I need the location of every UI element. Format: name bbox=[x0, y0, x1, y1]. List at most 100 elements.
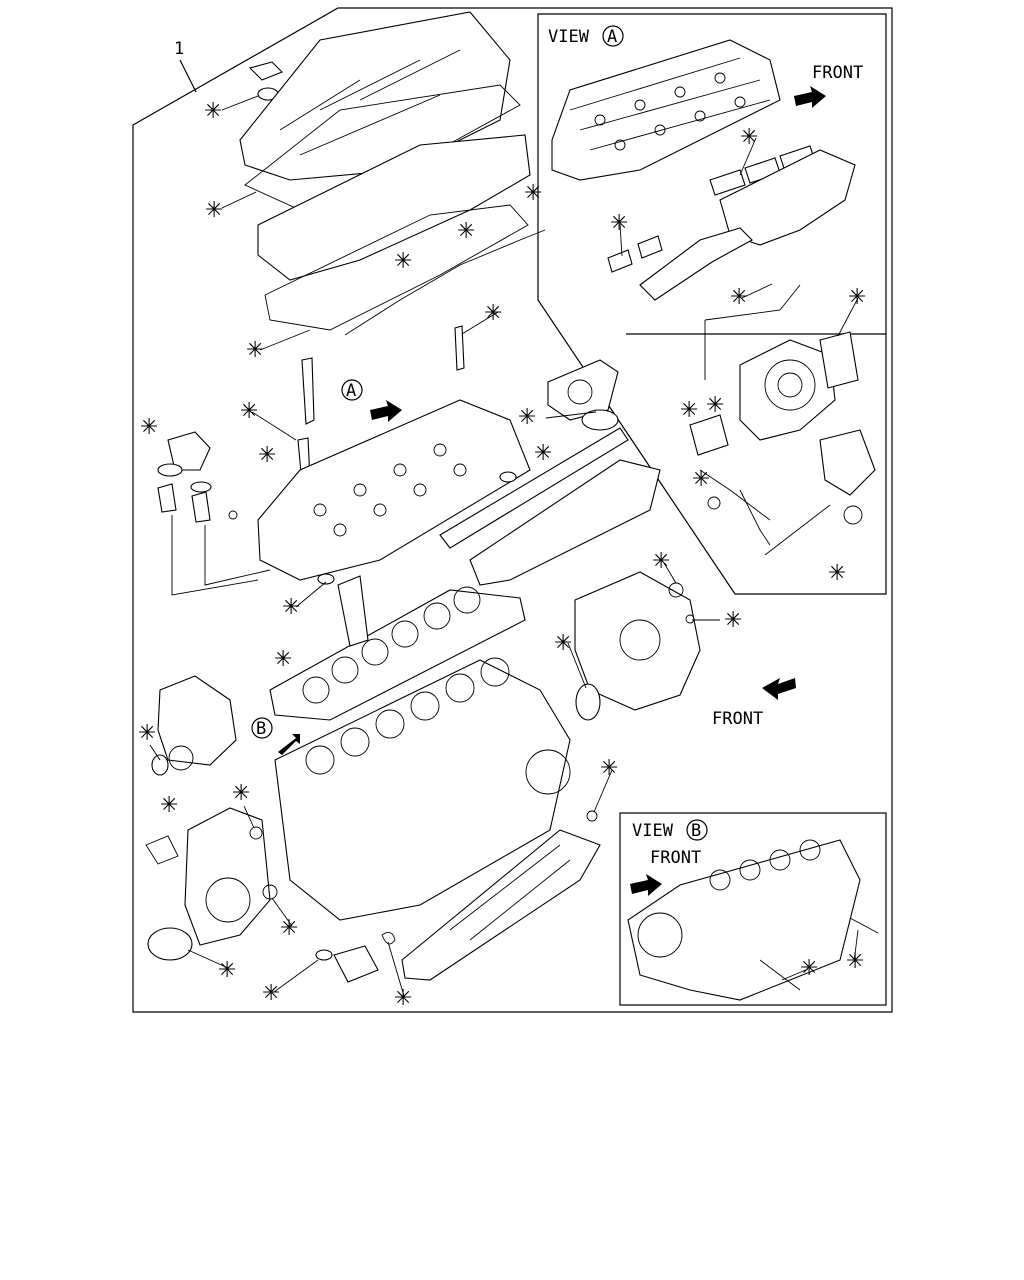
leader-lines bbox=[149, 95, 859, 997]
kit-symbol: ✳ bbox=[652, 549, 670, 574]
kit-symbol: ✳ bbox=[554, 631, 572, 656]
view-b-marker: B bbox=[691, 821, 701, 841]
cylinder-block bbox=[274, 659, 571, 921]
kit-symbol: ✳ bbox=[160, 793, 178, 818]
egr-pipe bbox=[639, 227, 753, 301]
kit-symbol: ✳ bbox=[600, 756, 618, 781]
kit-symbol: ✳ bbox=[218, 958, 236, 983]
water-pump-seal bbox=[315, 949, 333, 961]
kit-symbol: ✳ bbox=[848, 285, 866, 310]
view-a-marker: A bbox=[607, 27, 617, 47]
thermostat-1 bbox=[157, 483, 177, 513]
kit-symbol: ✳ bbox=[534, 441, 552, 466]
kit-symbol: ✳ bbox=[524, 181, 542, 206]
turbo-oring bbox=[707, 496, 721, 510]
kit-symbol: ✳ bbox=[205, 198, 223, 223]
turbo-oil-pipe bbox=[699, 284, 801, 521]
kit-symbol: ✳ bbox=[258, 443, 276, 468]
kit-symbol: ✳ bbox=[240, 399, 258, 424]
kit-symbol: ✳ bbox=[394, 249, 412, 274]
kit-symbol: ✳ bbox=[680, 398, 698, 423]
marker-a-arrow bbox=[370, 400, 402, 422]
oil-gasket-ring bbox=[381, 931, 396, 945]
turbocharger bbox=[739, 339, 836, 441]
kit-symbol: ✳ bbox=[204, 99, 222, 124]
rocker-cover bbox=[239, 11, 511, 181]
cylinder-head-group: A bbox=[157, 325, 531, 596]
marker-a: A bbox=[346, 381, 356, 401]
kit-symbol: ✳ bbox=[246, 338, 264, 363]
kit-symbol: ✳ bbox=[706, 393, 724, 418]
kit-frame bbox=[132, 7, 893, 1013]
marker-a-circle bbox=[341, 379, 363, 401]
kit-symbol: ✳ bbox=[610, 211, 628, 236]
turbo-flange-gasket bbox=[689, 414, 729, 456]
callout-number: 1 bbox=[174, 39, 184, 59]
injector-1 bbox=[301, 357, 315, 425]
water-outlet-pipe bbox=[337, 575, 369, 647]
crank-seal bbox=[147, 927, 193, 961]
kit-symbol: ✳ bbox=[232, 781, 250, 806]
view-a-marker-circle bbox=[602, 25, 624, 47]
timing-case-seal bbox=[575, 683, 601, 721]
oil-pan bbox=[401, 829, 601, 981]
main-front-label: FRONT bbox=[712, 709, 763, 729]
kit-symbol: ✳ bbox=[280, 916, 298, 941]
kit-symbols: ✳ ✳ ✳ ✳ ✳ ✳ ✳ ✳ ✳ ✳ ✳ ✳ ✳ ✳ ✳ ✳ ✳ ✳ ✳ ✳ … bbox=[138, 99, 866, 1011]
kit-symbol: ✳ bbox=[846, 949, 864, 974]
kit-symbol: ✳ bbox=[394, 986, 412, 1011]
turbo-gasket bbox=[819, 331, 859, 389]
kit-symbol: ✳ bbox=[457, 219, 475, 244]
view-b-marker-circle bbox=[686, 819, 708, 841]
view-a-cylinder-head bbox=[551, 39, 781, 181]
kit-symbol: ✳ bbox=[730, 285, 748, 310]
timing-case bbox=[574, 571, 701, 711]
view-b-front-arrow bbox=[630, 874, 662, 896]
marker-b: B bbox=[256, 719, 266, 739]
intake-gasket bbox=[439, 427, 629, 549]
view-a-inset: VIEW A FRONT bbox=[537, 13, 887, 595]
kit-symbol: ✳ bbox=[740, 125, 758, 150]
block-group: B FRONT bbox=[145, 571, 796, 983]
kit-symbol: ✳ bbox=[724, 608, 742, 633]
glow-plug-tube bbox=[454, 325, 465, 371]
intake-group bbox=[439, 359, 661, 586]
view-b-front-label: FRONT bbox=[650, 848, 701, 868]
kit-symbol: ✳ bbox=[262, 981, 280, 1006]
cylinder-head bbox=[257, 399, 531, 581]
thermostat-seal bbox=[157, 463, 183, 477]
housing-gasket bbox=[264, 204, 529, 331]
main-front-arrow bbox=[762, 678, 796, 700]
intake-manifold bbox=[469, 459, 661, 586]
water-pump-pipe bbox=[333, 945, 379, 983]
kit-symbol: ✳ bbox=[140, 415, 158, 440]
kit-symbol: ✳ bbox=[484, 301, 502, 326]
kit-symbol: ✳ bbox=[282, 595, 300, 620]
view-a-front-arrow bbox=[794, 86, 826, 108]
oil-filler-cap bbox=[248, 61, 283, 81]
egr-gaskets bbox=[607, 235, 663, 273]
kit-symbol: ✳ bbox=[828, 561, 846, 586]
view-b-inset: VIEW B FRONT bbox=[619, 812, 887, 1006]
kit-symbol: ✳ bbox=[274, 647, 292, 672]
front-cover bbox=[157, 675, 237, 766]
view-a-front-label: FRONT bbox=[812, 63, 863, 83]
kit-symbol: ✳ bbox=[518, 405, 536, 430]
turbo-outlet bbox=[819, 429, 876, 496]
view-b-title: VIEW bbox=[632, 821, 674, 841]
throttle-gasket bbox=[581, 409, 619, 431]
kit-symbol: ✳ bbox=[692, 467, 710, 492]
thermostat-2 bbox=[191, 491, 211, 523]
marker-b-circle bbox=[251, 717, 273, 739]
kit-symbol: ✳ bbox=[138, 721, 156, 746]
harness-lead bbox=[344, 229, 546, 336]
view-a-title: VIEW bbox=[548, 27, 590, 47]
marker-b-arrow bbox=[278, 734, 300, 755]
view-b-block bbox=[627, 839, 861, 1001]
head-gasket bbox=[269, 589, 526, 721]
rocker-cover-group bbox=[239, 11, 546, 336]
callout-leader bbox=[179, 59, 197, 93]
kit-symbol: ✳ bbox=[800, 956, 818, 981]
timing-cover bbox=[184, 807, 271, 946]
